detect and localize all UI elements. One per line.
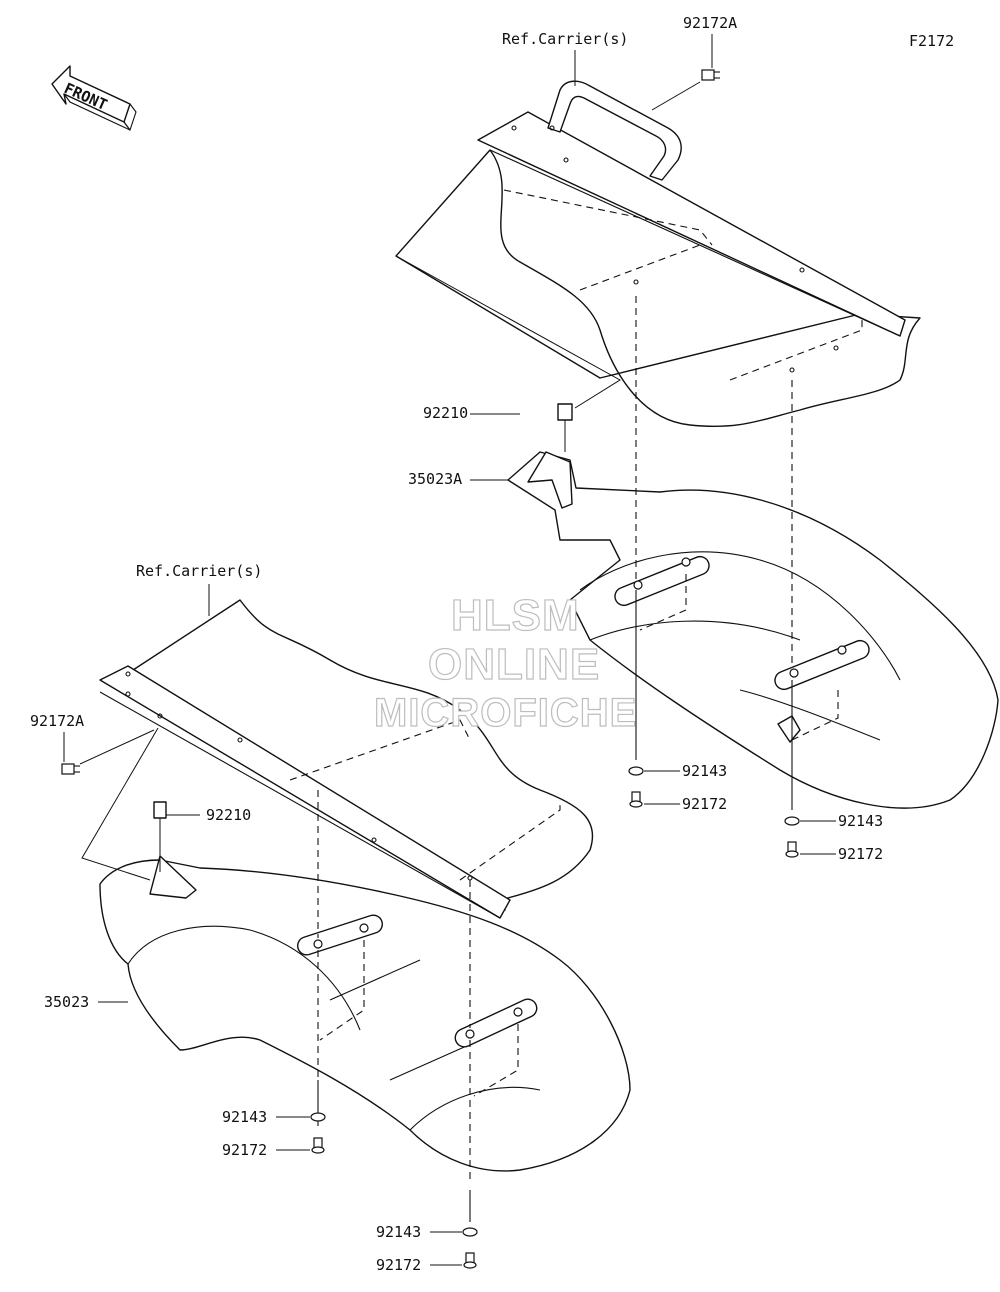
- label-bolt-left: 92172A: [30, 712, 85, 730]
- watermark-line-2: ONLINE: [427, 640, 601, 689]
- washer-l1-icon: [310, 1112, 326, 1122]
- watermark-line-1: HLSM: [450, 591, 580, 640]
- clip-right-icon: [557, 403, 573, 421]
- bolt-r2-icon: [785, 841, 799, 858]
- bolt-left-icon: [61, 763, 80, 775]
- label-bolt-l2: 92172: [376, 1256, 422, 1274]
- label-washer-l2: 92143: [376, 1223, 422, 1241]
- label-washer-r2: 92143: [838, 812, 884, 830]
- washer-r2-icon: [784, 816, 800, 826]
- label-bolt-r2: 92172: [838, 845, 884, 863]
- label-clip-top: 92210: [423, 404, 469, 422]
- label-bolt-r1: 92172: [682, 795, 728, 813]
- washer-l2-icon: [462, 1227, 478, 1237]
- label-washer-r1: 92143: [682, 762, 728, 780]
- clip-left-icon: [153, 801, 167, 819]
- label-bolt-l1: 92172: [222, 1141, 268, 1159]
- label-fender-right: 35023A: [408, 470, 463, 488]
- fender-left: [99, 855, 631, 1172]
- label-washer-l1: 92143: [222, 1108, 268, 1126]
- bolt-l1-icon: [311, 1137, 325, 1154]
- front-arrow-icon: FRONT: [51, 65, 137, 132]
- label-clip-left: 92210: [206, 806, 252, 824]
- bolt-r1-icon: [629, 791, 643, 808]
- figure-code: F2172: [909, 32, 955, 50]
- label-ref-carrier-left: Ref.Carrier(s): [136, 562, 263, 580]
- label-bolt-top: 92172A: [683, 14, 738, 32]
- watermark-line-3: MICROFICHE: [373, 691, 638, 735]
- bolt-top-icon: [701, 69, 720, 81]
- label-ref-carrier-top: Ref.Carrier(s): [502, 30, 629, 48]
- label-fender-left: 35023: [44, 993, 90, 1011]
- bolt-l2-icon: [463, 1252, 477, 1269]
- carrier-left: [99, 599, 594, 919]
- fender-right: [507, 451, 999, 809]
- washer-r1-icon: [628, 766, 644, 776]
- carrier-right: [395, 80, 921, 428]
